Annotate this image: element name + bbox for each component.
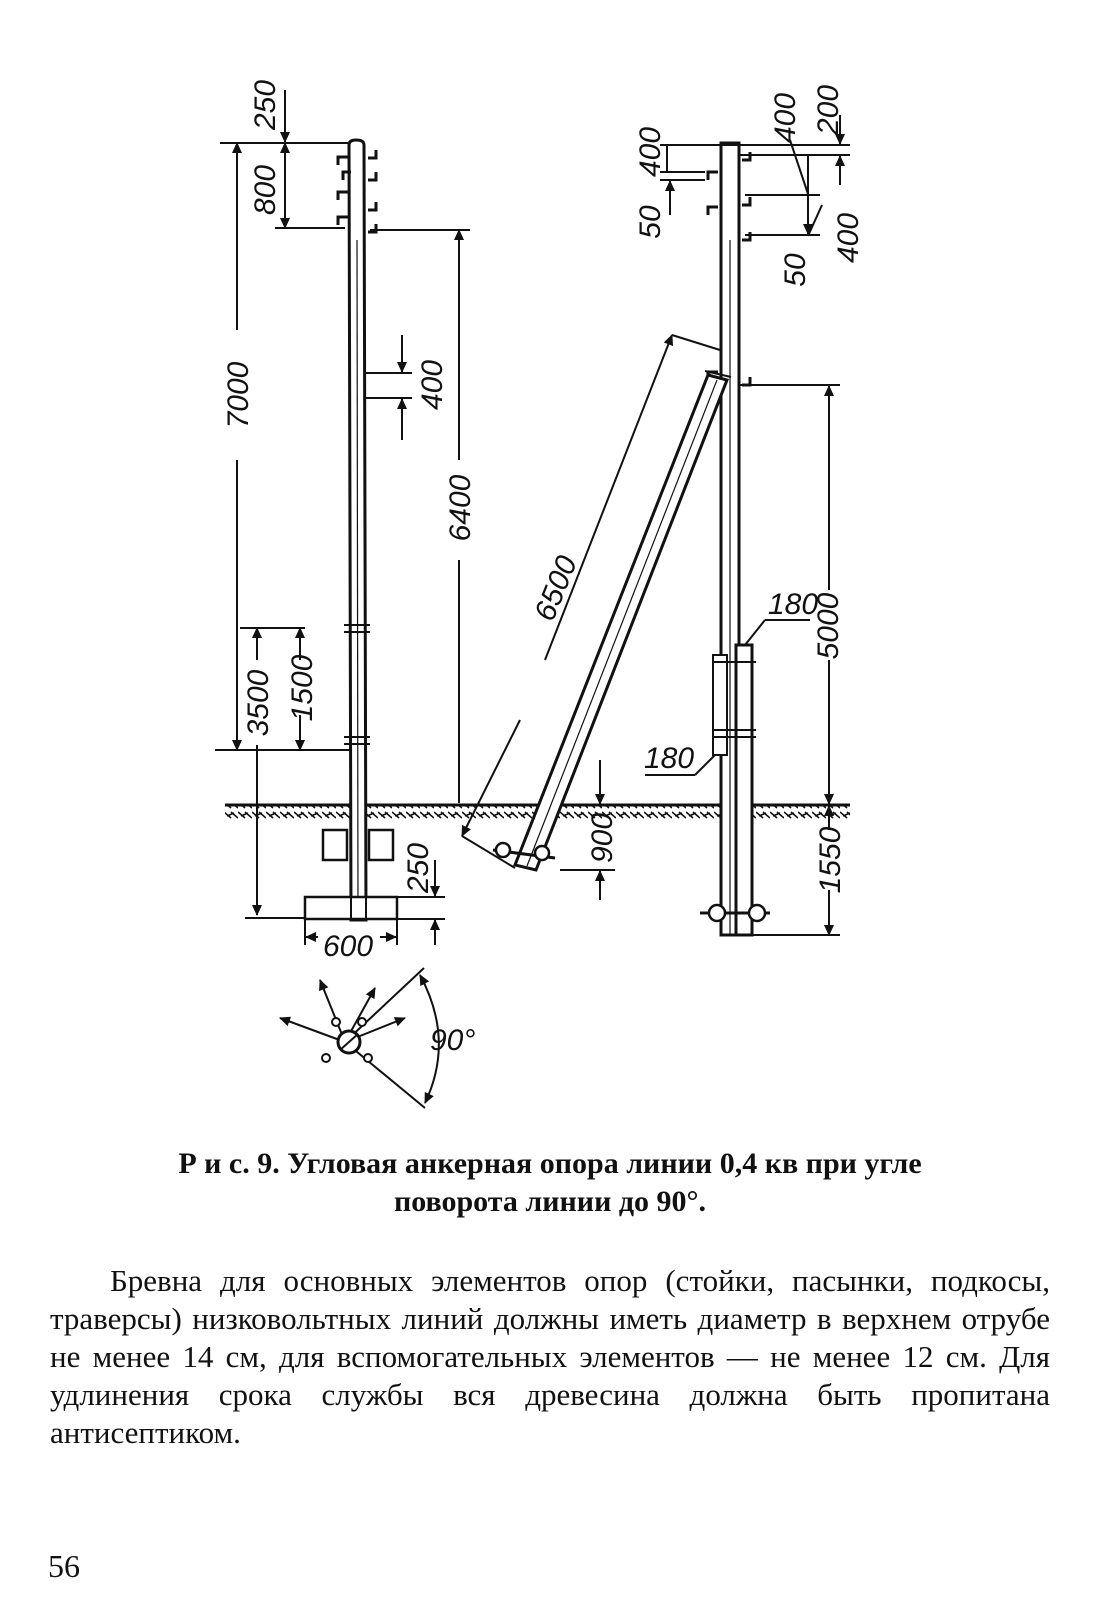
left-insulator-hooks — [336, 150, 378, 234]
dim-400-top-right: 400 — [769, 93, 802, 143]
dim-1550: 1550 — [814, 826, 847, 893]
dim-50-left: 50 — [634, 205, 667, 239]
body-text: Бревна для основных элементов опор (стой… — [50, 1262, 1050, 1452]
dim-6500: 6500 — [528, 551, 584, 626]
dim-90-angle: 90° — [430, 1024, 475, 1057]
dim-7000: 7000 — [222, 361, 255, 428]
anchor-pole-diagram: 250 800 7000 400 6400 3500 1500 250 600 … — [215, 80, 865, 1109]
caption-line-1: Р и с. 9. Угловая анкерная опора линии 0… — [178, 1147, 922, 1180]
plan-view-90deg: 90° — [279, 967, 475, 1109]
dim-200: 200 — [812, 85, 845, 136]
left-crossbar-block — [321, 828, 349, 862]
dim-250-base: 250 — [402, 843, 435, 894]
caption-line-2: поворота линии до 90°. — [393, 1185, 707, 1218]
dim-400-right: 400 — [832, 213, 865, 263]
dim-250-top: 250 — [249, 80, 282, 131]
dim-180-top: 180 — [768, 588, 818, 621]
right-dimensions: 400 200 400 50 50 400 6500 180 5000 180 … — [461, 85, 865, 936]
left-dimensions: 250 800 7000 400 6400 3500 1500 250 600 — [215, 80, 477, 963]
dim-180-bottom: 180 — [644, 742, 694, 775]
dim-50-right: 50 — [779, 253, 812, 287]
right-base-bolts — [700, 903, 770, 923]
dim-900: 900 — [586, 813, 619, 863]
page-number: 56 — [48, 1548, 80, 1584]
dim-800: 800 — [249, 165, 282, 215]
dim-5000: 5000 — [812, 592, 845, 659]
figure-caption: Р и с. 9. Угловая анкерная опора линии 0… — [40, 1145, 1060, 1221]
dim-1500: 1500 — [286, 654, 319, 721]
dim-400-small: 400 — [634, 127, 667, 177]
dim-400-mid: 400 — [416, 360, 449, 410]
strut — [492, 370, 732, 872]
dim-6400: 6400 — [444, 474, 477, 541]
dim-600: 600 — [323, 930, 373, 963]
right-stub-pasynok — [734, 643, 754, 937]
left-pole — [303, 138, 399, 922]
body-paragraph: Бревна для основных элементов опор (стой… — [50, 1263, 1050, 1450]
dim-3500: 3500 — [242, 669, 275, 736]
